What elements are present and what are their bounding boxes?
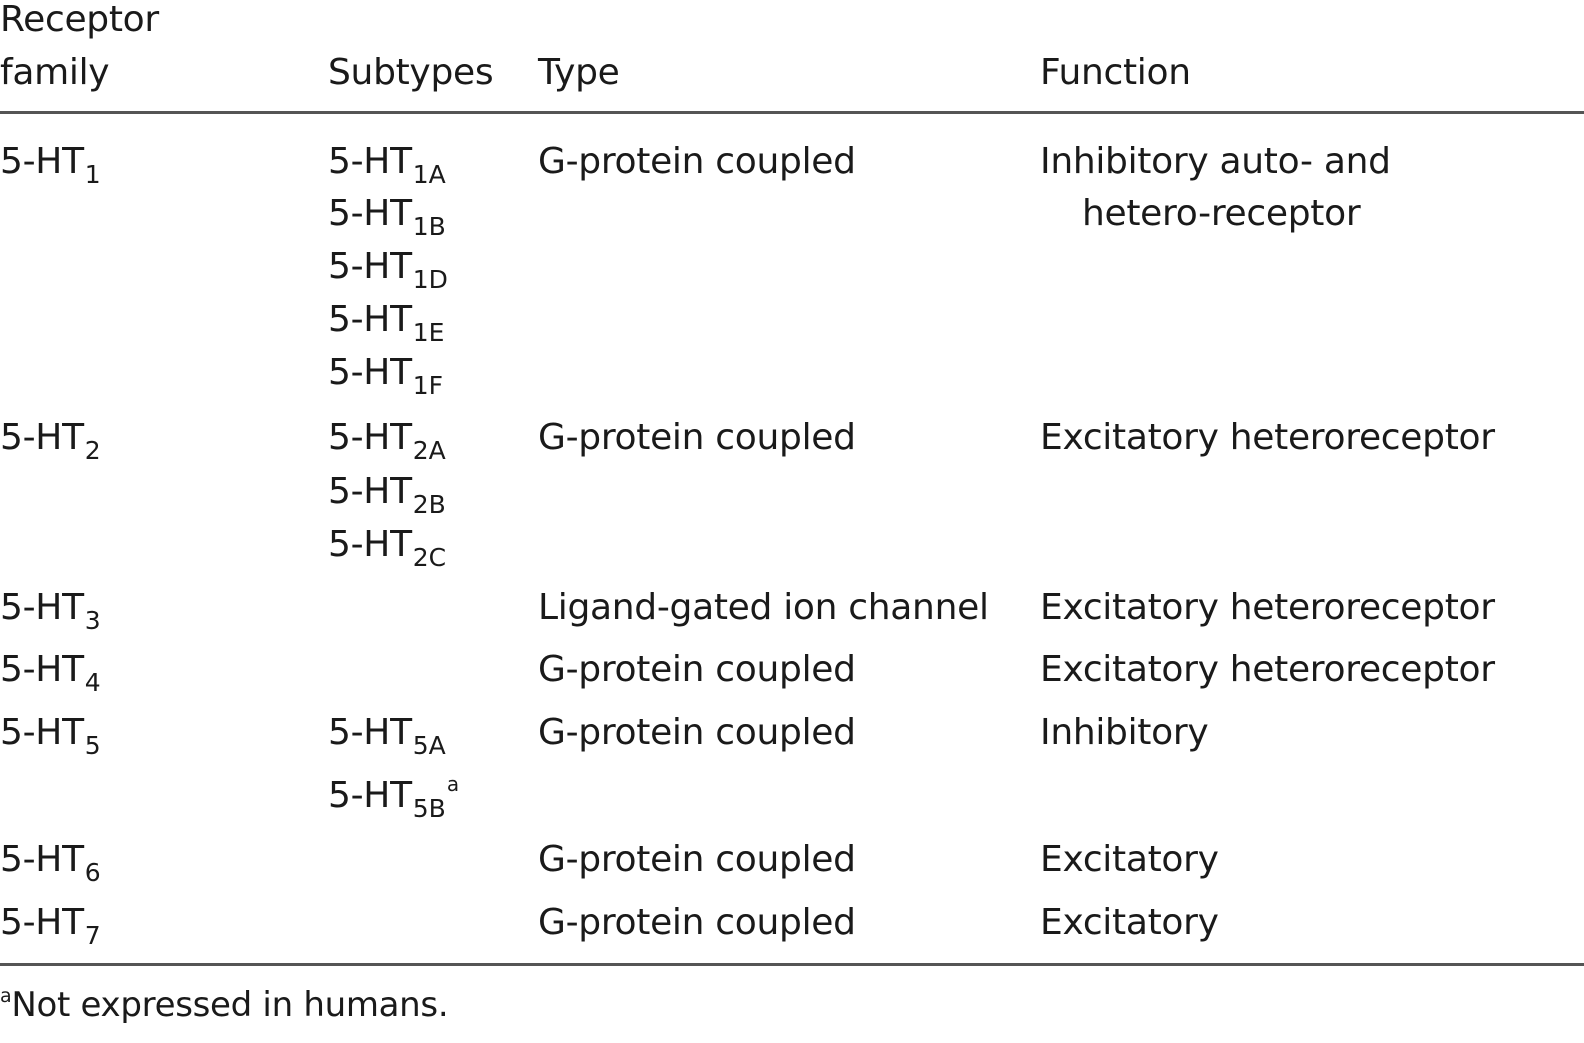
subtype-cell: 5-HT1E (328, 299, 445, 347)
header-receptor-family-line2: family (0, 52, 110, 93)
family-cell: 5-HT3 (0, 587, 101, 635)
function-cell: Inhibitory auto- and (1040, 141, 1391, 182)
header-rule (0, 111, 1584, 114)
header-function: Function (1040, 52, 1191, 93)
type-cell: G-protein coupled (538, 649, 856, 690)
footnote: aNot expressed in humans. (0, 985, 449, 1025)
family-cell: 5-HT5 (0, 712, 101, 760)
family-cell: 5-HT2 (0, 417, 101, 465)
function-cell: Inhibitory (1040, 712, 1209, 753)
type-cell: G-protein coupled (538, 417, 856, 458)
subtype-cell: 5-HT2A (328, 417, 446, 465)
family-cell: 5-HT4 (0, 649, 101, 697)
header-type: Type (538, 52, 620, 93)
subtype-cell: 5-HT5A (328, 712, 446, 760)
type-cell: Ligand-gated ion channel (538, 587, 989, 628)
footnote-mark: a (446, 772, 459, 796)
subtype-cell: 5-HT1F (328, 352, 444, 400)
footnote-mark: a (0, 985, 12, 1007)
footnote-text: Not expressed in humans. (11, 985, 449, 1025)
header-subtypes: Subtypes (328, 52, 494, 93)
subtype-cell: 5-HT1B (328, 193, 446, 241)
subtype-cell: 5-HT1D (328, 246, 448, 294)
header-receptor-family-line1: Receptor (0, 0, 159, 40)
function-cell-continuation: hetero-receptor (1082, 193, 1361, 234)
subtype-cell: 5-HT2C (328, 524, 447, 572)
function-cell: Excitatory (1040, 839, 1219, 880)
family-cell: 5-HT6 (0, 839, 101, 887)
family-cell: 5-HT1 (0, 141, 101, 189)
subtype-cell: 5-HT5Ba (328, 772, 459, 823)
function-cell: Excitatory heteroreceptor (1040, 587, 1495, 628)
type-cell: G-protein coupled (538, 141, 856, 182)
bottom-rule (0, 963, 1584, 966)
type-cell: G-protein coupled (538, 839, 856, 880)
function-cell: Excitatory heteroreceptor (1040, 417, 1495, 458)
type-cell: G-protein coupled (538, 712, 856, 753)
subtype-cell: 5-HT1A (328, 141, 446, 189)
function-cell: Excitatory heteroreceptor (1040, 649, 1495, 690)
subtype-cell: 5-HT2B (328, 471, 446, 519)
function-cell: Excitatory (1040, 902, 1219, 943)
type-cell: G-protein coupled (538, 902, 856, 943)
family-cell: 5-HT7 (0, 902, 101, 950)
